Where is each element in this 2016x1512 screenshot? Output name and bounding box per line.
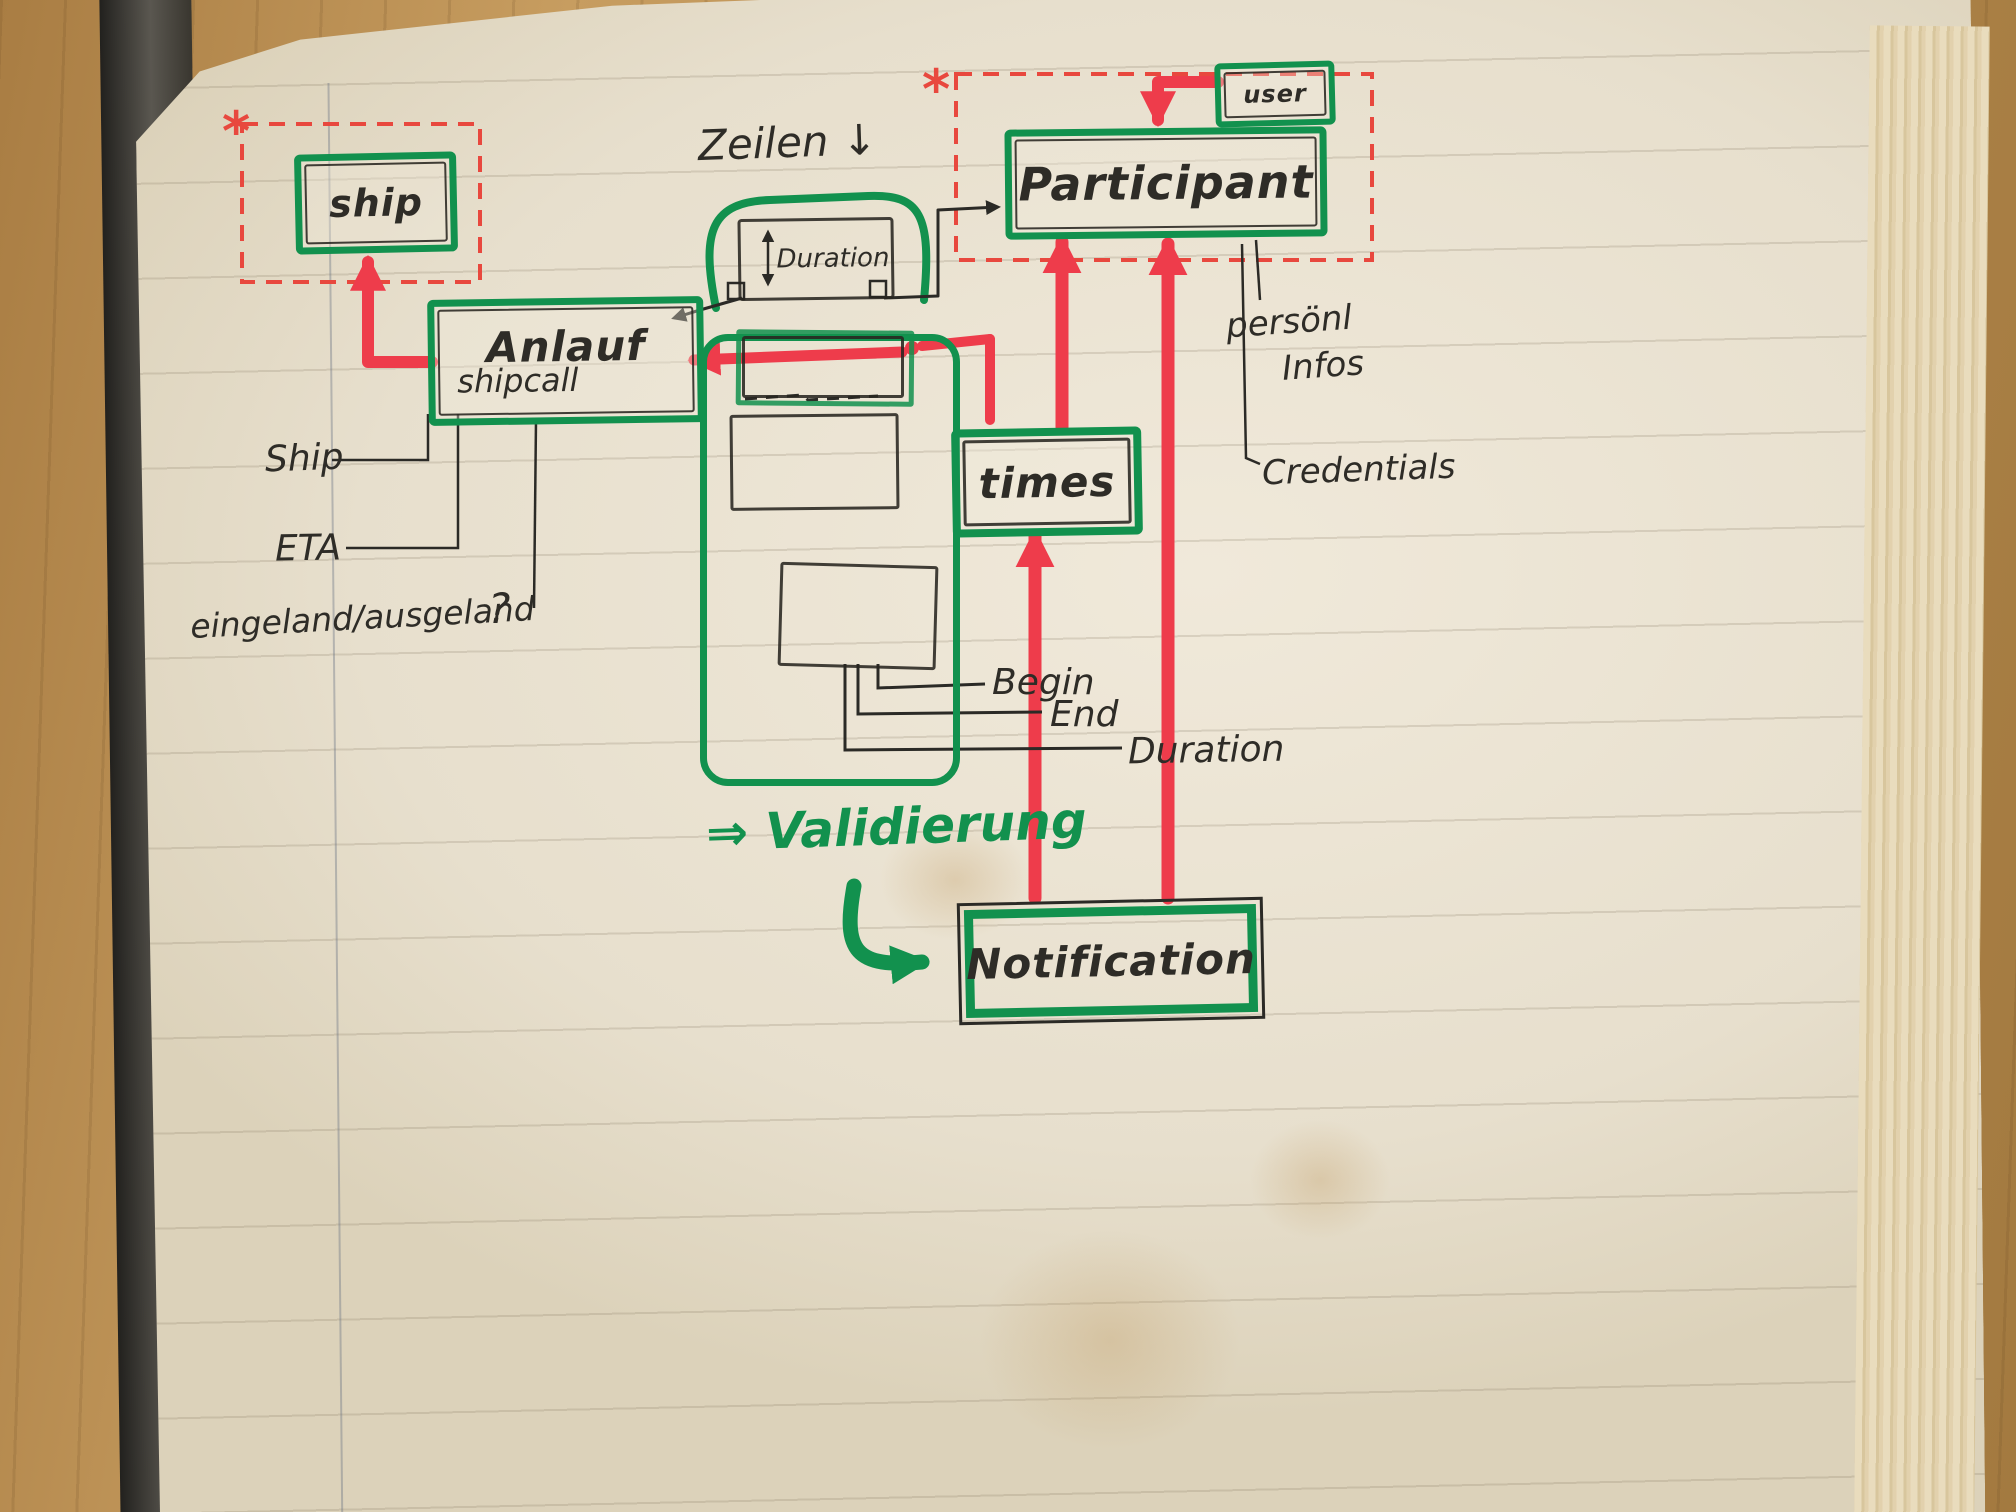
- entity-participant-label: Participant: [1018, 154, 1314, 212]
- paper-stain: [1250, 1120, 1390, 1240]
- arrow-user-to-participant: [1140, 76, 1224, 128]
- asterisk-left: *: [222, 100, 251, 163]
- annotation-in-out: eingeland/ausgeland: [189, 589, 536, 646]
- link-attr-ship: [332, 414, 430, 462]
- entity-times-label: times: [978, 456, 1116, 508]
- duration-foot-left: [726, 281, 746, 301]
- link-attr-inout: [532, 419, 538, 609]
- zeile-row-3: [777, 561, 939, 671]
- entity-anlauf: Anlauf shipcall: [427, 296, 705, 426]
- annotation-begin: Begin: [992, 662, 1095, 703]
- arrow-anlauf-to-ship: [350, 254, 438, 368]
- link-attr-duration: [843, 664, 1123, 752]
- link-duration-to-anlauf: [671, 296, 743, 322]
- entity-notification-label: Notification: [965, 933, 1257, 989]
- link-attr-begin: [876, 664, 986, 690]
- annotation-end: End: [1050, 694, 1119, 735]
- link-attr-end: [856, 664, 1043, 716]
- entity-duration-box: Duration: [737, 216, 895, 302]
- link-attr-credentials: [1240, 243, 1261, 466]
- zeile-row-2: [729, 413, 900, 511]
- paper-stain: [880, 820, 1030, 940]
- duration-foot-right: [868, 279, 888, 299]
- green-arrow-to-notification: [842, 878, 930, 985]
- annotation-zeilen: Zeilen ↓: [697, 114, 878, 171]
- entity-participant: Participant: [1004, 126, 1328, 240]
- annotation-personal-2: Infos: [1280, 343, 1366, 389]
- annotation-validierung: ⇒ Validierung: [705, 791, 1088, 863]
- zeile-row-1: [742, 336, 904, 398]
- annotation-personal-1: persönl: [1224, 297, 1354, 347]
- link-attr-eta: [346, 414, 460, 550]
- annotation-question-mark: ?: [488, 584, 511, 633]
- green-bracket-zeilen: [705, 191, 931, 312]
- annotation-eta: ETA: [274, 527, 342, 570]
- asterisk-right: *: [922, 58, 951, 121]
- entity-anlauf-sublabel: shipcall: [457, 360, 579, 401]
- entity-times: times: [951, 426, 1143, 538]
- arrow-zeile-to-anlauf: [687, 342, 908, 376]
- red-dot: [905, 341, 919, 355]
- annotation-credentials: Credentials: [1261, 446, 1457, 494]
- entity-ship: ship: [293, 151, 459, 255]
- entity-duration-label: Duration: [776, 242, 890, 275]
- entity-ship-label: ship: [328, 180, 424, 226]
- link-duration-to-participant: [883, 200, 1001, 300]
- link-attr-personal: [1254, 239, 1262, 301]
- annotation-duration: Duration: [1127, 728, 1285, 773]
- entity-user-label: user: [1242, 79, 1308, 109]
- entity-notification: Notification: [956, 896, 1266, 1026]
- entity-user: user: [1214, 60, 1336, 128]
- annotation-ship-attribute: Ship: [264, 436, 345, 481]
- paper-stain: [980, 1230, 1240, 1450]
